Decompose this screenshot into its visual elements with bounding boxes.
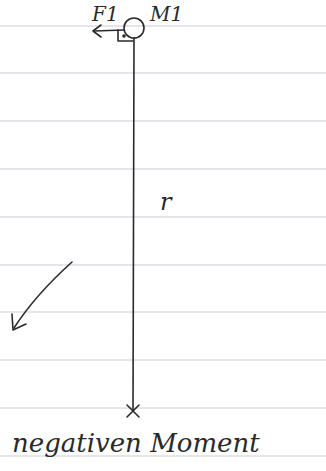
right-angle-mark — [118, 30, 133, 41]
moment-note: negativen Moment — [12, 430, 260, 456]
rotation-arrow — [14, 262, 72, 328]
pivot-cross — [127, 405, 139, 417]
radius-label: r — [160, 190, 171, 214]
ruled-lines — [0, 26, 326, 456]
force-arrow — [94, 30, 124, 31]
mass-circle — [124, 18, 144, 38]
force-label: F1 — [92, 4, 119, 24]
radius-line — [133, 38, 134, 410]
mass-label: M1 — [150, 4, 183, 24]
force-arrowhead — [93, 25, 101, 37]
rotation-arrowhead — [12, 314, 26, 330]
right-angle-dot — [123, 35, 125, 37]
